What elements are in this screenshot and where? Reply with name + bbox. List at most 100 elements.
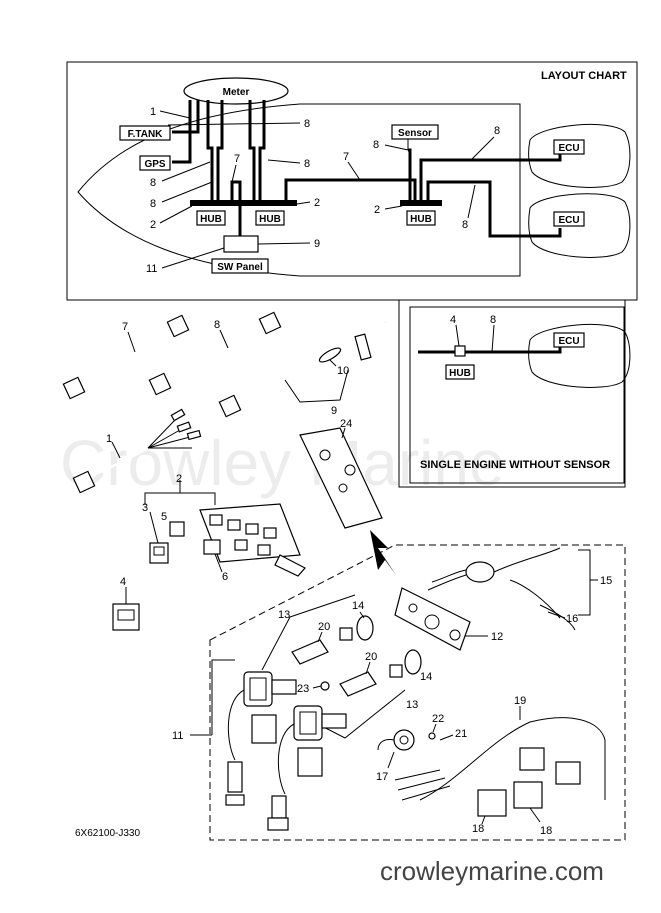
diagram-code: 6X62100-J330 [75, 828, 140, 839]
hub-bar-1 [190, 200, 244, 206]
ecu-label-2: ECU [558, 215, 579, 226]
ecu-box-1 [553, 139, 585, 155]
callout-9: 9 [314, 238, 320, 250]
part-12-panel: 12 [394, 587, 503, 651]
part-11-switch-assemblies: 11 [172, 659, 347, 831]
callout-4: 4 [120, 576, 126, 588]
hub-box-1 [196, 210, 226, 226]
part-18-relays: 18 18 [472, 781, 552, 837]
callout-19: 19 [514, 695, 526, 707]
hub-label-1: HUB [200, 214, 222, 225]
callout-8: 8 [490, 314, 496, 326]
engine-outline-1 [528, 123, 631, 188]
callout-7: 7 [234, 153, 240, 165]
hub-box-3 [406, 210, 436, 226]
callout-8: 8 [214, 319, 220, 331]
single-engine-wire [418, 344, 562, 354]
callout-13: 13 [278, 609, 290, 621]
callout-2: 2 [314, 197, 320, 209]
sensor-box [391, 124, 439, 140]
part-19-harness: 19 [394, 695, 606, 801]
part-15-key-switch: 15 16 [427, 547, 612, 631]
ftank-box [119, 125, 171, 141]
part-13-switch-upper: 13 20 14 [261, 594, 374, 671]
callout-8: 8 [150, 198, 156, 210]
part-4-hub-plug: 4 [112, 576, 140, 631]
callout-20: 20 [318, 621, 330, 633]
boat-hull-outline [77, 103, 521, 277]
callout-15: 15 [600, 575, 612, 587]
single-engine-frame [398, 299, 626, 488]
sw-panel-label: SW Panel [217, 262, 263, 273]
layout-chart-title: LAYOUT CHART [541, 70, 627, 82]
hub-label-3: HUB [410, 214, 432, 225]
single-hub-label: HUB [449, 368, 471, 379]
callout-13: 13 [406, 699, 418, 711]
callout-8: 8 [304, 118, 310, 130]
part-5-cap: 5 [161, 511, 185, 537]
single-engine-outline [528, 323, 631, 388]
part-7-harness: 7 [62, 314, 190, 400]
callout-14: 14 [352, 600, 364, 612]
callout-7: 7 [122, 321, 128, 333]
callout-10: 10 [337, 365, 349, 377]
callout-1: 1 [150, 106, 156, 118]
callout-24: 24 [340, 418, 352, 430]
part-2-hub-assembly: 2 [144, 473, 306, 577]
gps-box [139, 155, 171, 171]
sensor-label: Sensor [398, 128, 432, 139]
layout-chart-frame [66, 61, 638, 301]
single-engine-title: SINGLE ENGINE WITHOUT SENSOR [420, 459, 610, 471]
hub-label-2: HUB [259, 214, 281, 225]
ftank-label: F.TANK [128, 129, 164, 140]
callout-8: 8 [373, 139, 379, 151]
callout-8: 8 [462, 219, 468, 231]
callout-3: 3 [142, 502, 148, 514]
hub-bar-3 [400, 200, 442, 206]
meter-symbol [183, 77, 289, 105]
single-engine-inner-frame [409, 306, 625, 484]
callout-11: 11 [146, 263, 157, 275]
callout-14: 14 [420, 671, 432, 683]
single-engine-panel: ECU HUB 4 8 SINGLE ENGINE WITHOUT SENSOR [398, 299, 631, 488]
single-ecu-box [553, 332, 585, 348]
callout-8: 8 [150, 177, 156, 189]
site-url: crowleymarine.com [380, 856, 604, 886]
callout-2: 2 [150, 219, 156, 231]
callout-11: 11 [172, 730, 183, 742]
part-6-cap: 6 [203, 539, 228, 583]
callout-20: 20 [365, 651, 377, 663]
part-3-connector: 3 [142, 502, 169, 564]
callout-6: 6 [222, 571, 228, 583]
direction-arrow [370, 530, 396, 575]
callout-1: 1 [106, 433, 112, 445]
callout-8: 8 [494, 125, 500, 137]
single-hub-box [445, 364, 475, 380]
callout-12: 12 [491, 631, 503, 643]
ecu-box-2 [553, 211, 585, 227]
callout-7: 7 [343, 151, 349, 163]
layout-chart-panel: LAYOUT CHART Meter F.TANK [66, 61, 638, 301]
part-1-harness: 1 [72, 408, 202, 494]
part-13-switch-lower: 20 14 23 13 [297, 649, 432, 739]
single-ecu-label: ECU [558, 336, 579, 347]
part-24-plate: 24 [299, 418, 383, 529]
callout-16: 16 [566, 613, 578, 625]
part-9-harness: 9 10 [218, 320, 386, 418]
sw-panel-box [211, 258, 269, 274]
hub-bar-2 [243, 200, 297, 206]
callout-18: 18 [472, 823, 484, 835]
gps-label: GPS [144, 159, 165, 170]
callout-2: 2 [176, 473, 182, 485]
callout-5: 5 [161, 511, 167, 523]
meter-label: Meter [223, 87, 250, 98]
callout-23: 23 [297, 683, 309, 695]
callout-2: 2 [374, 204, 380, 216]
callout-17: 17 [376, 771, 388, 783]
ecu-label-1: ECU [558, 143, 579, 154]
callout-22: 22 [432, 713, 444, 725]
layout-leaders [159, 110, 495, 269]
assembly-boundary [209, 544, 626, 841]
callout-21: 21 [455, 728, 467, 740]
